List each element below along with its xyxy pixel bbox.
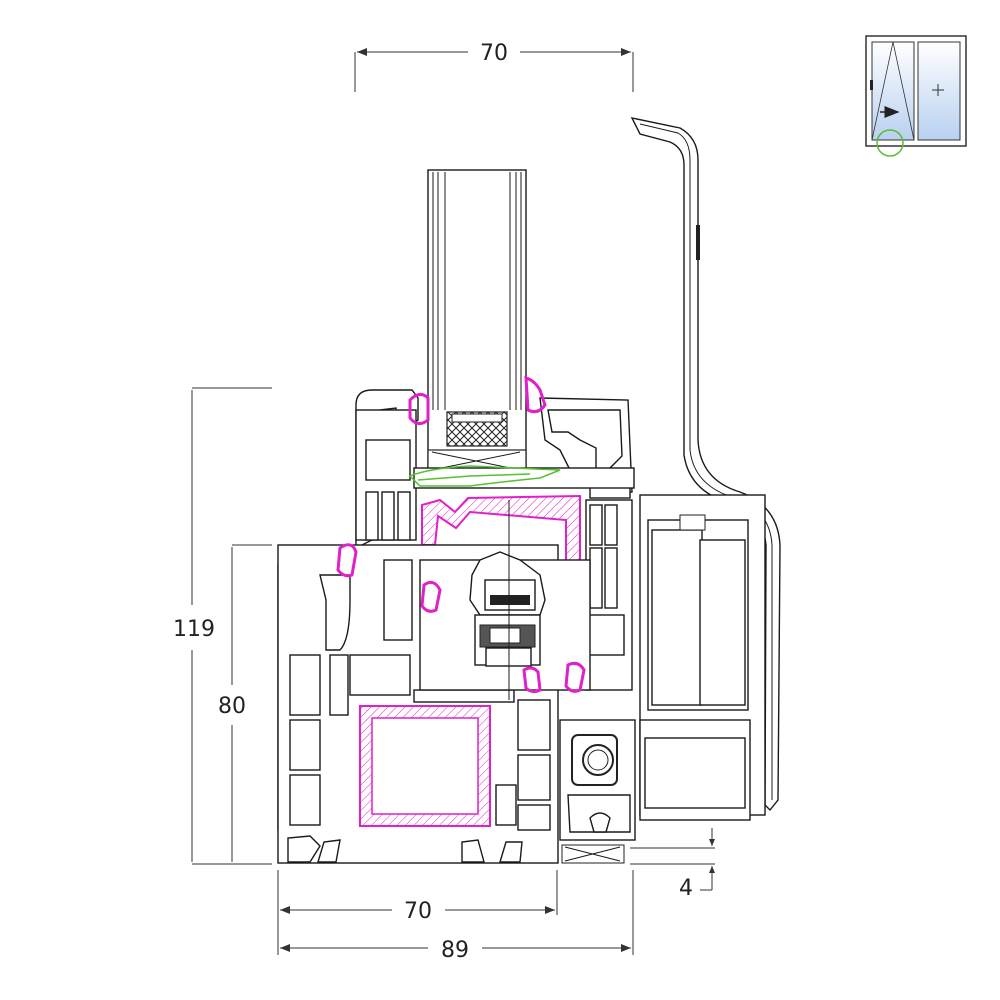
dimension-left-80: 80	[218, 544, 272, 862]
dimension-bottom-89: 89	[280, 870, 634, 963]
glazing-bead-highlight	[408, 465, 561, 487]
dimension-label-119: 119	[173, 617, 215, 642]
dimension-label-top: 70	[480, 41, 508, 66]
dimension-label-4: 4	[679, 876, 693, 901]
dimension-label-80: 80	[218, 694, 246, 719]
dimension-left-119: 119	[173, 387, 272, 865]
glass-unit	[427, 169, 527, 476]
dimension-right-4: 4	[630, 828, 715, 901]
gaskets	[336, 376, 586, 694]
dimension-label-89: 89	[441, 938, 469, 963]
dimension-bottom-70: 70	[277, 870, 558, 955]
sash-profile	[355, 389, 635, 691]
dimension-label-bottom-70: 70	[404, 899, 432, 924]
cover-block	[559, 494, 766, 864]
tilt-turn-window-icon	[865, 35, 967, 147]
dimension-top-70: 70	[354, 41, 634, 92]
hardware-mechanism	[469, 500, 546, 700]
green-circle-marker	[876, 129, 904, 157]
